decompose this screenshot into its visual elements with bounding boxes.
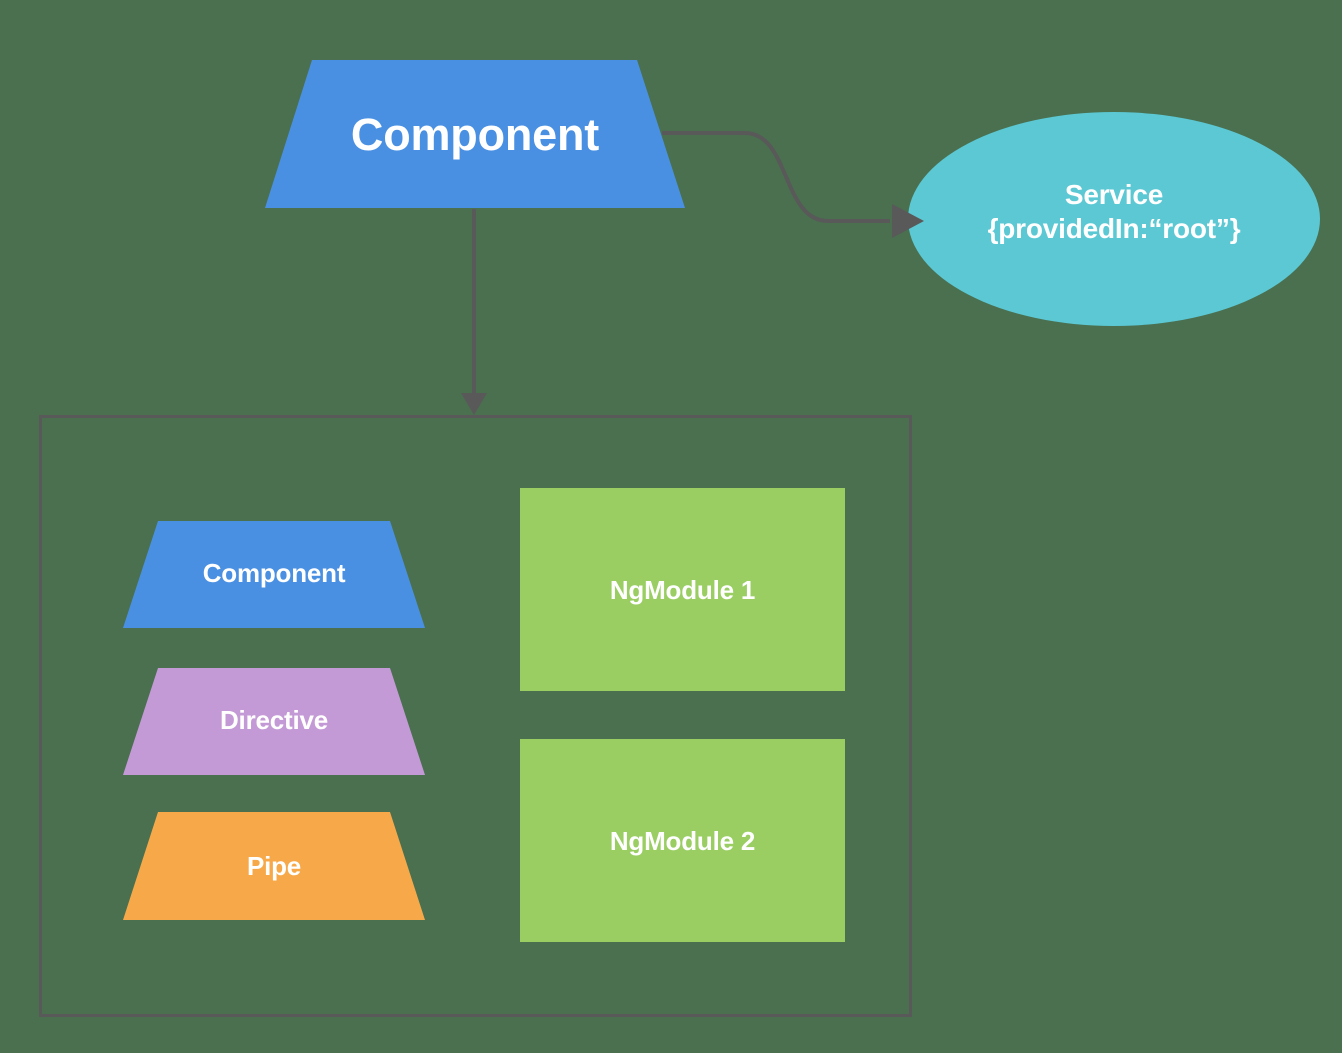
node-ngmodule-2[interactable] <box>520 739 845 942</box>
arrowhead-component-to-container <box>461 393 487 415</box>
node-component-inner[interactable] <box>123 521 425 628</box>
node-component-top[interactable] <box>265 60 685 208</box>
container-box <box>39 415 912 1017</box>
node-pipe[interactable] <box>123 812 425 920</box>
edge-component-to-service <box>662 131 890 223</box>
arrowhead-component-to-service <box>892 204 924 238</box>
node-directive[interactable] <box>123 668 425 775</box>
node-service[interactable] <box>908 112 1320 326</box>
node-ngmodule-1[interactable] <box>520 488 845 691</box>
